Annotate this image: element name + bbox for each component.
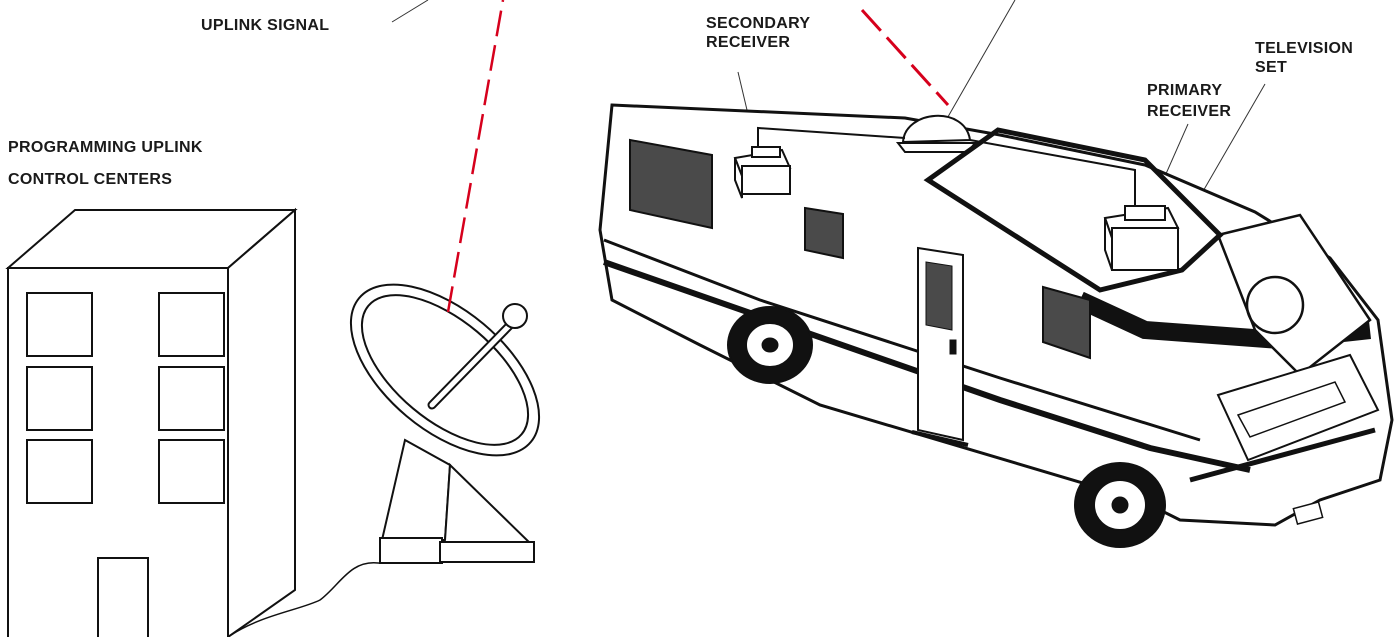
building-door xyxy=(97,557,149,637)
building-window xyxy=(26,292,93,357)
label-uplink-centers: PROGRAMMING UPLINK CONTROL CENTERS xyxy=(8,132,203,196)
building-window xyxy=(26,366,93,431)
label-primary-receiver-line2: RECEIVER xyxy=(1147,103,1232,120)
rv-window xyxy=(629,138,713,230)
secondary-receiver xyxy=(733,146,792,199)
label-uplink-signal: UPLINK SIGNAL xyxy=(201,16,329,36)
cabin-outline xyxy=(923,127,1224,293)
downlink-signal-beam xyxy=(860,8,950,107)
uplink-dish xyxy=(349,283,541,564)
uplink-building xyxy=(5,207,298,637)
label-uplink-centers-line1: PROGRAMMING UPLINK xyxy=(8,139,203,156)
uplink-signal-beam xyxy=(446,0,505,313)
primary-receiver-tv xyxy=(1103,205,1180,271)
building-window xyxy=(26,439,93,504)
label-secondary-receiver-line2: RECEIVER xyxy=(706,34,791,51)
label-primary-receiver-line1: PRIMARY xyxy=(1147,82,1223,99)
label-television-set: TELEVISION SET xyxy=(1255,39,1353,77)
label-primary-receiver: PRIMARY RECEIVER xyxy=(1147,80,1231,122)
label-uplink-centers-line2: CONTROL CENTERS xyxy=(8,171,173,188)
building-window xyxy=(158,292,225,357)
rv-window xyxy=(1042,285,1091,360)
label-uplink-signal-text: UPLINK SIGNAL xyxy=(201,17,330,34)
label-secondary-receiver: SECONDARY RECEIVER xyxy=(706,14,810,52)
label-secondary-receiver-line1: SECONDARY xyxy=(706,15,811,32)
building-window xyxy=(158,366,225,431)
label-television-set-line2: SET xyxy=(1255,59,1288,76)
rv-window xyxy=(804,206,844,260)
roof-wiring xyxy=(757,126,1136,205)
rv-motorhome xyxy=(598,103,1394,548)
building-window xyxy=(158,439,225,504)
label-television-set-line1: TELEVISION xyxy=(1255,40,1354,57)
